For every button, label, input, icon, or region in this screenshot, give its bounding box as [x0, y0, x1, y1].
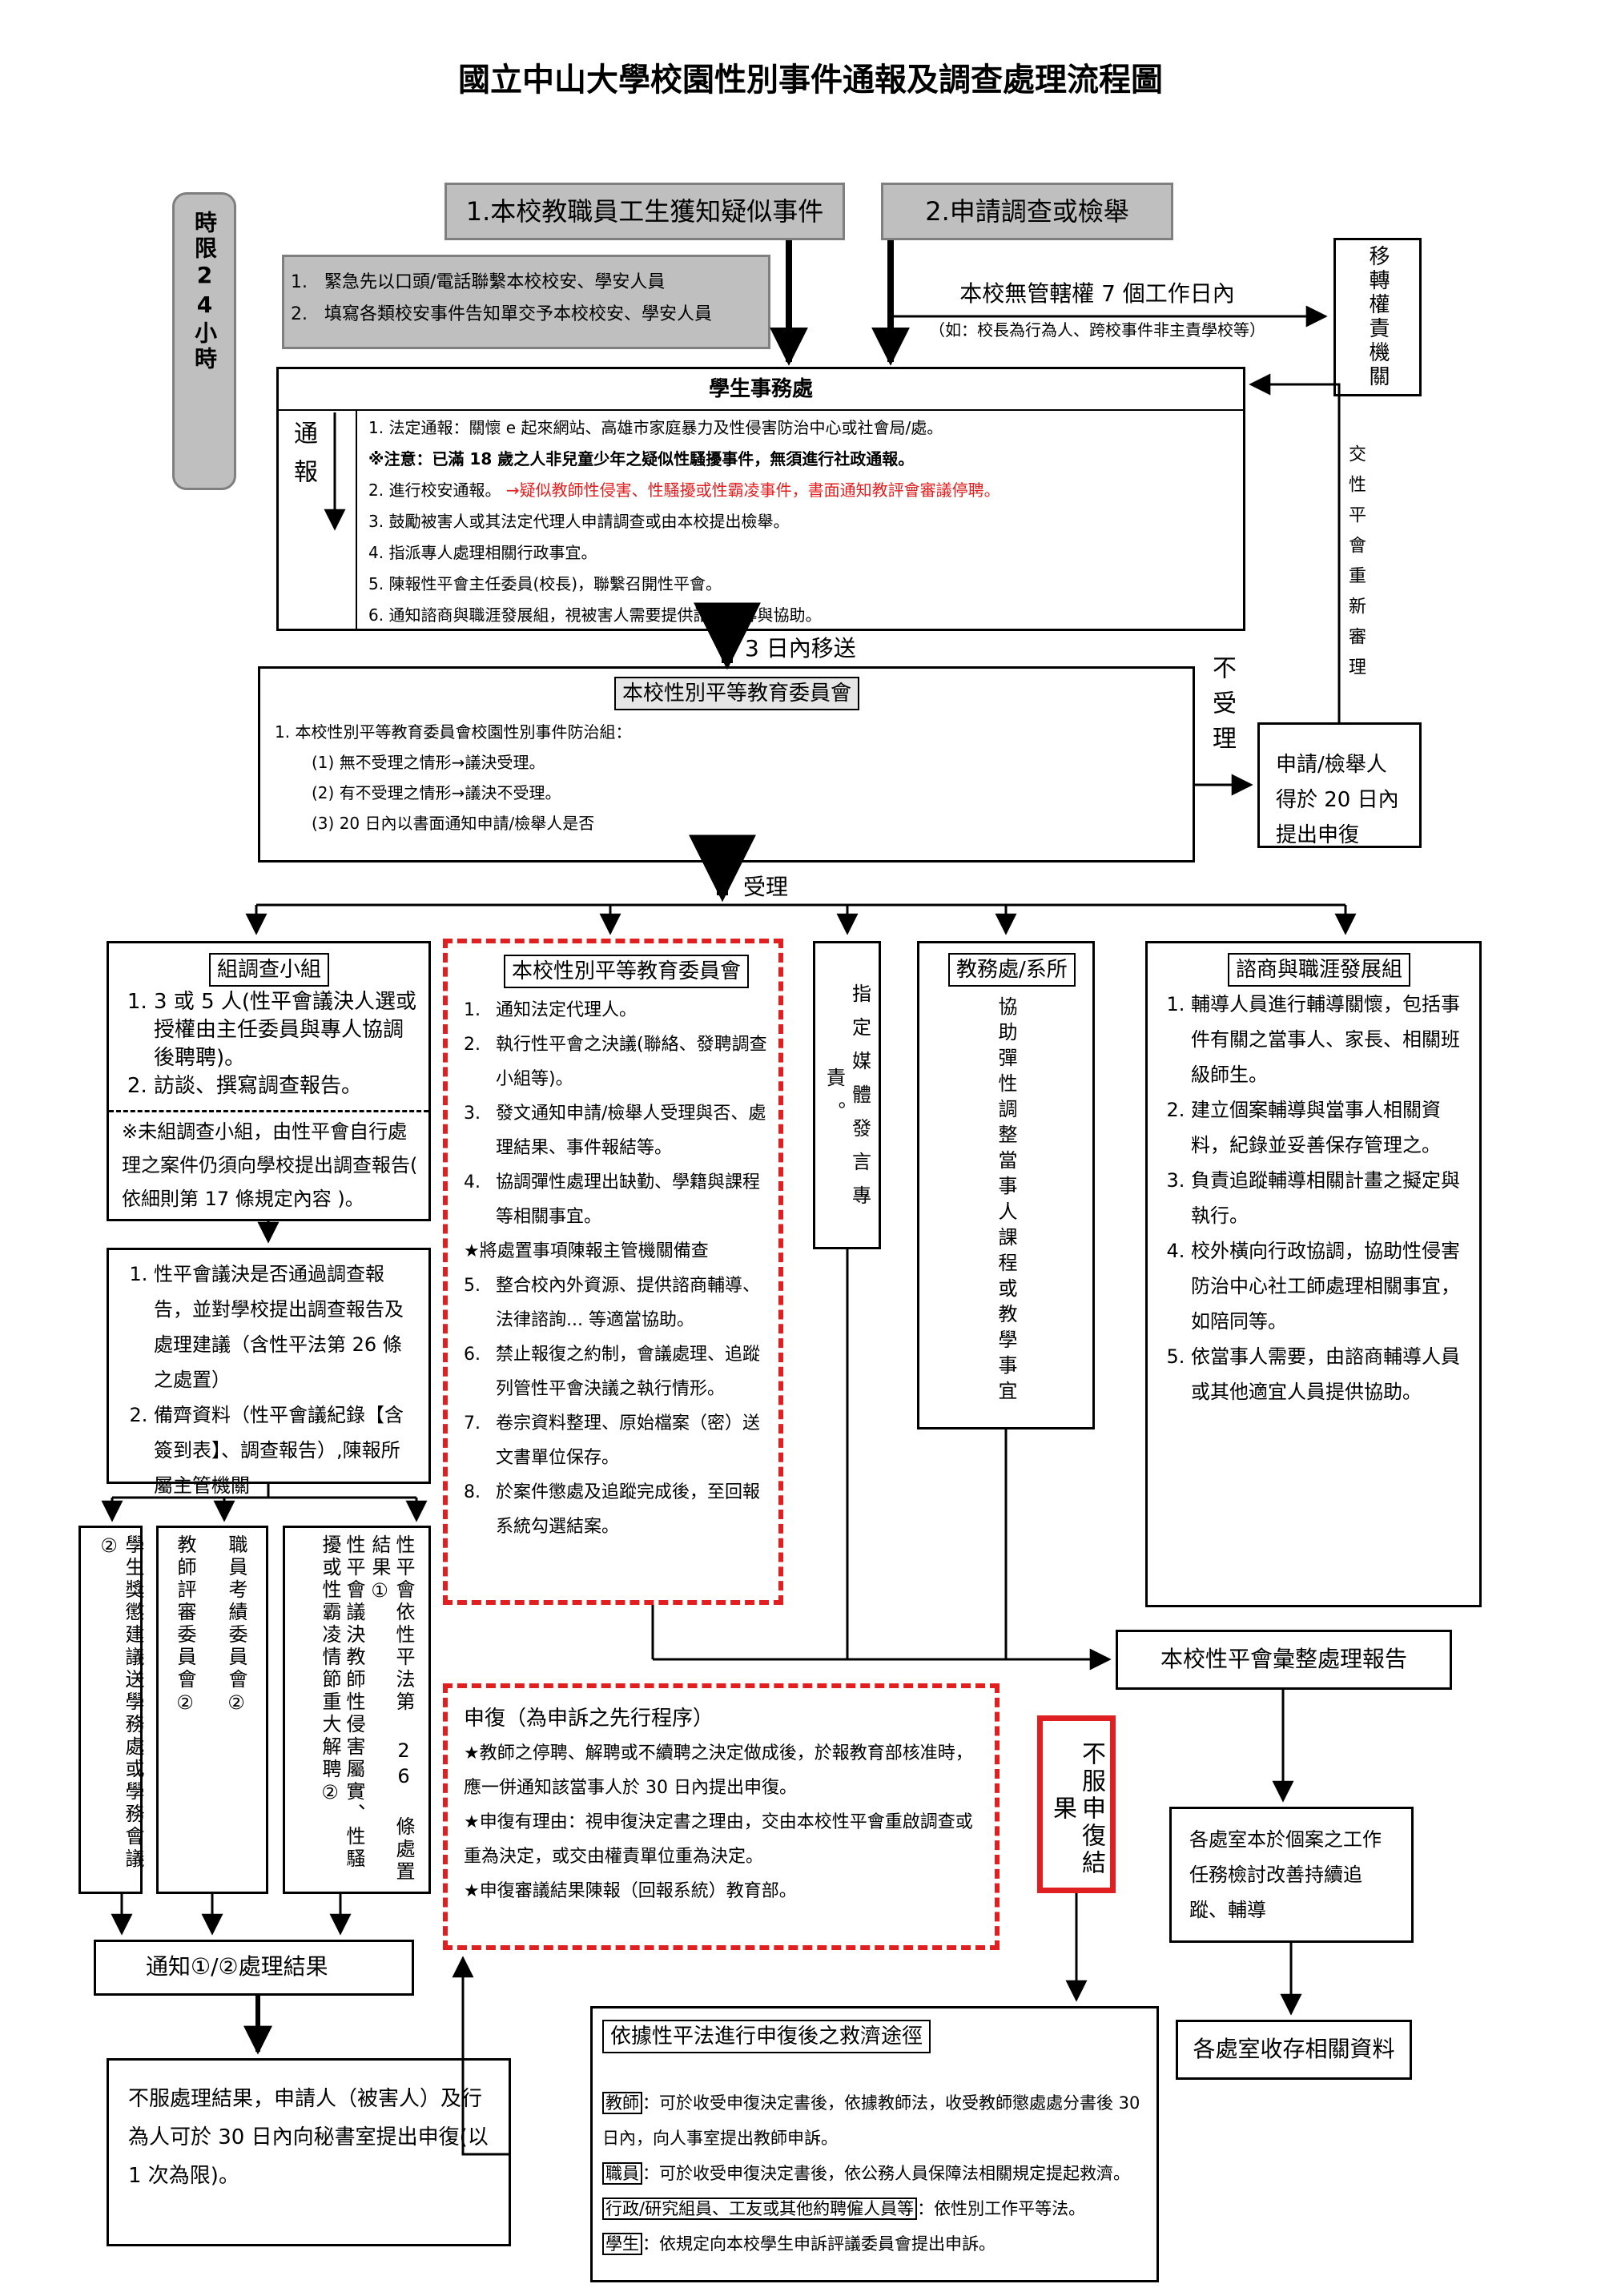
sa-item: ※注意：已滿 18 歲之人非兒童少年之疑似性騷擾事件，無須進行社政通報。: [368, 449, 915, 468]
committee-item: 1. 本校性別平等教育委員會校園性別事件防治組：: [275, 722, 632, 742]
offices-review-box: 各處室本於個案之工作任務檢討改善持續追蹤、輔導: [1169, 1807, 1414, 1943]
investigation-item: 訪談、撰寫調查報告。: [154, 1072, 419, 1100]
sa-red-note: →疑似教師性侵害、性騷擾或性霸凌事件，書面通知教評會審議停聘。: [505, 481, 1000, 500]
transfer-3day-label: 3 日內移送: [745, 635, 856, 661]
committee-box: 本校性別平等教育委員會 1. 本校性別平等教育委員會校園性別事件防治組： (1)…: [258, 666, 1195, 863]
sa-item: 4. 指派專人處理相關行政事宜。: [368, 543, 597, 562]
remedies-box: 依據性平法進行申復後之救濟途徑 教師：可於收受申復決定書後，依據教師法，收受教師…: [590, 2006, 1159, 2282]
committee-item: (1) 無不受理之情形→議決受理。: [312, 753, 545, 772]
outcome-student-box: 學生獎懲建議送學務處或學務會議②: [78, 1526, 144, 1894]
academic-box: 教務處/系所 協助彈性調整當事人課程或教學事宜: [917, 941, 1095, 1429]
time-limit-badge: 時限24小時: [172, 192, 236, 490]
remedy-staff: 職員：可於收受申復決定書後，依公務人員保障法相關規定提起救濟。: [602, 2156, 1148, 2191]
gec-tasks-box: 本校性別平等教育委員會 1.通知法定代理人。 2.執行性平會之決議(聯絡、發聘調…: [443, 939, 783, 1605]
notify-result-box: 通知①/②處理結果: [94, 1940, 414, 1996]
gec-task-item: ★將處置事項陳報主管機關備查: [464, 1241, 709, 1261]
appeal-item: ★教師之停聘、解聘或不續聘之決定做成後，於報教育部核准時，應一併通知該當事人於 …: [464, 1743, 973, 1798]
no-jurisdiction-text: 本校無管轄權 7 個工作日內 （如：校長為行為人、跨校事件非主責學校等）: [929, 280, 1265, 340]
notify-side-label: 通報: [279, 409, 357, 629]
remedy-teacher: 教師：可於收受申復決定書後，依據教師法，收受教師懲處處分書後 30 日內，向人事…: [602, 2092, 1140, 2148]
sa-item: 1. 法定通報：關懷 e 起來網站、高雄市家庭暴力及性侵害防治中心或社會局/處。: [368, 418, 943, 437]
gec-tasks-title: 本校性別平等教育委員會: [504, 955, 750, 988]
remedy-student: 學生：依規定向本校學生申訴評議委員會提出申訴。: [602, 2226, 1148, 2262]
counseling-box: 諮商與職涯發展組 輔導人員進行輔導關懷，包括事件有關之當事人、家長、相關班級師生…: [1145, 941, 1482, 1607]
outcome-teacher-box: 教師評審委員會② 職員考績委員會②: [156, 1526, 268, 1894]
final-appeal-box: 不服處理結果，申請人（被害人）及行為人可於 30 日內向秘書室提出申復(以 1 …: [107, 2058, 511, 2246]
sa-item: 5. 陳報性平會主任委員(校長)，聯繫召開性平會。: [368, 574, 722, 593]
counseling-item: 建立個案輔導與當事人相關資料，紀錄並妥善保存管理之。: [1191, 1092, 1468, 1163]
academic-title: 教務處/系所: [948, 953, 1076, 987]
gec-task-item: 4.協調彈性處理出缺勤、學籍與課程等相關事宜。: [464, 1172, 761, 1227]
gec-task-item: 5.整合校內外資源、提供諮商輔導、法律諮詢... 等適當協助。: [464, 1276, 761, 1330]
page-title: 國立中山大學校園性別事件通報及調查處理流程圖: [458, 62, 1163, 99]
resolution-item: 性平會議決是否通過調查報告，並對學校提出調查報告及處理建議（含性平法第 26 條…: [154, 1257, 419, 1397]
appeal-item: ★申復有理由：視申復決定書之理由，交由本校性平會重啟調查或重為決定，或交由權責單…: [464, 1812, 973, 1867]
committee-item: (3) 20 日內以書面通知申請/檢舉人是否: [312, 814, 595, 833]
gec-task-item: 7.卷宗資料整理、原始檔案（密）送文書單位保存。: [464, 1413, 761, 1468]
counseling-item: 校外橫向行政協調，協助性侵害防治中心社工師處理相關事宜，如陪同等。: [1191, 1233, 1468, 1339]
re-review-label: 交性平會重新審理: [1345, 444, 1366, 688]
counseling-title: 諮商與職涯發展組: [1228, 953, 1411, 987]
investigation-divider: [109, 1110, 428, 1112]
counseling-item: 輔導人員進行輔導關懷，包括事件有關之當事人、家長、相關班級師生。: [1191, 987, 1468, 1092]
gec-task-item: 2.執行性平會之決議(聯絡、發聘調查小組等)。: [464, 1035, 767, 1089]
offices-keep-box: 各處室收存相關資料: [1176, 2020, 1412, 2080]
gec-task-item: 3.發文通知申請/檢舉人受理與否、處理結果、事件報結等。: [464, 1104, 766, 1158]
source-request-box: 2.申請調查或檢舉: [881, 183, 1173, 240]
appeal-20-box: 申請/檢舉人得於 20 日內提出申復: [1257, 722, 1422, 848]
remedies-title: 依據性平法進行申復後之救濟途徑: [602, 2020, 931, 2053]
accepted-label: 受理: [743, 874, 789, 900]
student-affairs-box: 學生事務處 通報 1. 法定通報：關懷 e 起來網站、高雄市家庭暴力及性侵害防治…: [276, 367, 1245, 631]
counseling-item: 依當事人需要，由諮商輔導人員或其他適宜人員提供協助。: [1191, 1339, 1468, 1409]
emergency-item: 2. 填寫各類校安事件告知單交予本校校安、學安人員: [291, 304, 712, 324]
disagree-appeal-box: 不服申復結果: [1037, 1715, 1116, 1893]
gec-task-item: 8.於案件懲處及追蹤完成後，至回報系統勾選結案。: [464, 1482, 761, 1537]
emergency-item: 1. 緊急先以口頭/電話聯繫本校校安、學安人員: [291, 272, 666, 292]
investigation-item: 3 或 5 人(性平會議決人選或授權由主任委員與專人協調後聘聘)。: [154, 988, 419, 1072]
outcome-gec-box: 性平會依性平法第 26 條處置結果① 性平會議決教師性侵害屬實、性騷擾或性霸凌情…: [283, 1526, 431, 1894]
emergency-box: 1. 緊急先以口頭/電話聯繫本校校安、學安人員 2. 填寫各類校安事件告知單交予…: [282, 255, 770, 349]
gec-task-item: 6.禁止報復之約制，會議處理、追蹤列管性平會決議之執行情形。: [464, 1345, 761, 1399]
appeal-box: 申復（為申訴之先行程序） ★教師之停聘、解聘或不續聘之決定做成後，於報教育部核准…: [443, 1683, 1000, 1950]
resolution-box: 性平會議決是否通過調查報告，並對學校提出調查報告及處理建議（含性平法第 26 條…: [107, 1248, 431, 1497]
investigation-title: 組調查小組: [209, 953, 330, 987]
committee-item: (2) 有不受理之情形→議決不受理。: [312, 783, 561, 802]
counseling-item: 負責追蹤輔導相關計畫之擬定與執行。: [1191, 1163, 1468, 1233]
arrow-re-review: [1249, 373, 1341, 722]
remedy-admin: 行政/研究組員、工友或其他約聘僱人員等：依性別工作平等法。: [602, 2191, 1148, 2226]
resolution-item: 備齊資料（性平會議紀錄【含簽到表】、調查報告）,陳報所屬主管機關: [154, 1397, 419, 1503]
report-box: 本校性平會彙整處理報告: [1116, 1630, 1452, 1690]
investigation-box: 組調查小組 3 或 5 人(性平會議決人選或授權由主任委員與專人協調後聘聘)。 …: [107, 941, 431, 1221]
student-affairs-title: 學生事務處: [279, 369, 1243, 411]
investigation-note: ※未組調查小組，由性平會自行處理之案件仍須向學校提出調查報告( 依細則第 17 …: [122, 1120, 418, 1210]
appeal-title: 申復（為申訴之先行程序）: [464, 1707, 714, 1731]
sa-item: 2. 進行校安通報。 →疑似教師性侵害、性騷擾或性霸凌事件，書面通知教評會審議停…: [368, 481, 1000, 500]
not-accepted-label: 不受理: [1208, 655, 1236, 761]
transfer-authority-box: 移轉權責機關: [1333, 238, 1422, 396]
appeal-item: ★申復審議結果陳報（回報系統）教育部。: [464, 1881, 797, 1901]
committee-title: 本校性別平等教育委員會: [614, 677, 860, 710]
source-event-box: 1.本校教職員工生獲知疑似事件: [444, 183, 845, 240]
gec-task-item: 1.通知法定代理人。: [464, 1000, 638, 1020]
sa-item: 6. 通知諮商與職涯發展組，視被害人需要提供諮商輔導與協助。: [368, 605, 822, 625]
media-box: 指定媒體發言專責。: [813, 941, 881, 1249]
sa-item: 3. 鼓勵被害人或其法定代理人申請調查或由本校提出檢舉。: [368, 512, 790, 531]
